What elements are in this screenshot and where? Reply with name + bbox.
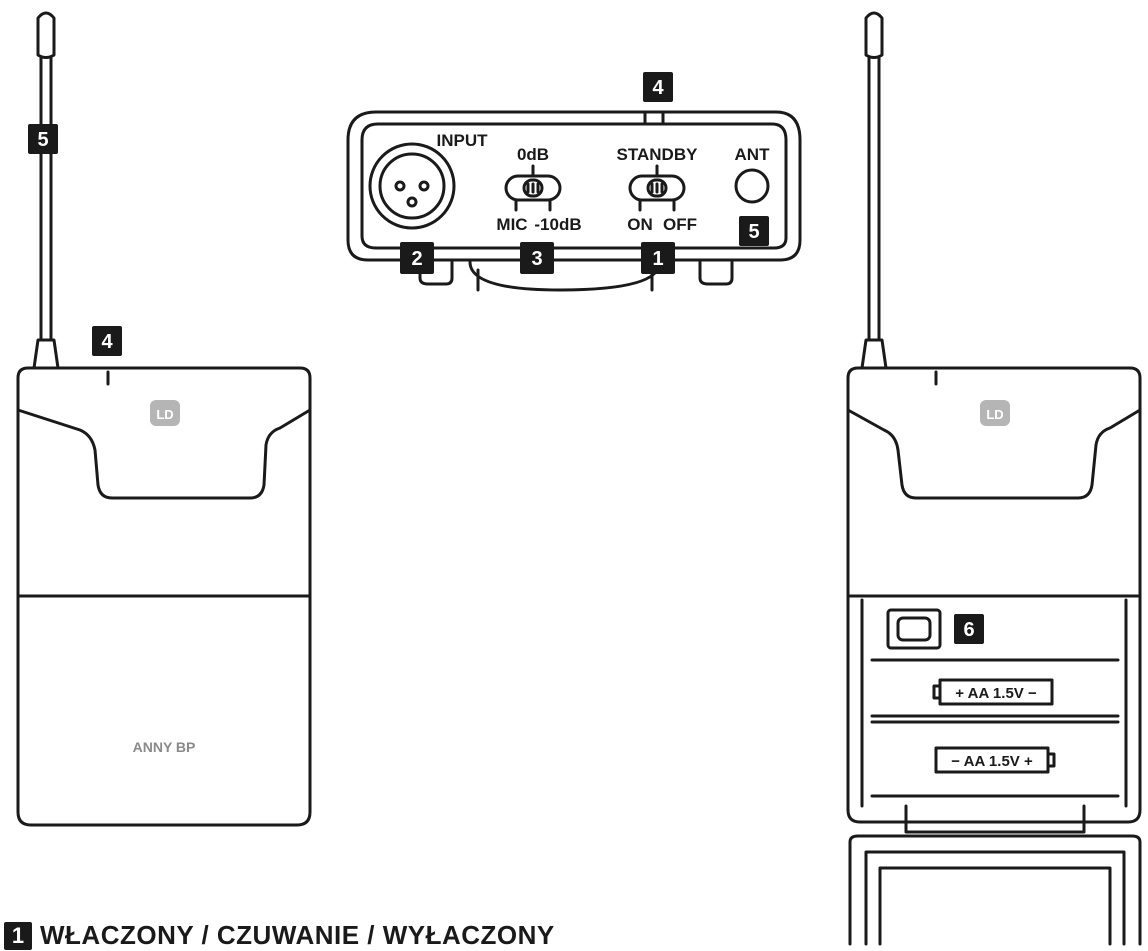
gain-right-label: -10dB — [534, 215, 581, 234]
legend-number-badge: 1 — [4, 921, 32, 950]
callout-6: 6 — [954, 614, 984, 644]
callout-4-left: 4 — [92, 326, 122, 356]
legend-text: WŁACZONY / CZUWANIE / WYŁACZONY — [40, 920, 555, 950]
left-logo-icon: LD — [150, 400, 180, 426]
right-logo-text: LD — [986, 407, 1003, 422]
power-left-label: ON — [627, 215, 653, 234]
callout-1-panel: 1 — [641, 242, 675, 274]
ant-socket — [734, 168, 770, 204]
svg-text:3: 3 — [531, 248, 542, 270]
gain-top-label: 0dB — [517, 145, 549, 164]
callout-5-top: 5 — [739, 216, 769, 246]
left-body — [16, 366, 312, 827]
right-transmitter-back — [846, 11, 1142, 946]
model-label: ANNY BP — [133, 739, 196, 755]
ant-label: ANT — [735, 145, 771, 164]
svg-text:5: 5 — [748, 221, 759, 243]
callout-3: 3 — [520, 242, 554, 274]
svg-text:4: 4 — [101, 331, 113, 353]
svg-text:2: 2 — [411, 248, 422, 270]
power-top-label: STANDBY — [617, 145, 699, 164]
power-right-label: OFF — [663, 215, 697, 234]
left-antenna — [32, 11, 60, 370]
left-logo-text: LD — [156, 407, 173, 422]
svg-text:1: 1 — [652, 248, 663, 270]
xlr-input-jack — [368, 142, 456, 230]
callout-2: 2 — [400, 242, 434, 274]
right-antenna — [860, 11, 888, 370]
battery-compartment — [846, 594, 1142, 824]
callout-5-left: 5 — [28, 124, 58, 154]
left-clip — [16, 408, 312, 500]
battery-bottom-label: − AA 1.5V + — [951, 753, 1033, 770]
legend-caption: 1 WŁACZONY / CZUWANIE / WYŁACZONY — [4, 920, 555, 951]
left-transmitter-front — [16, 11, 312, 827]
input-label: INPUT — [437, 131, 489, 150]
callout-4-top: 4 — [643, 72, 673, 102]
svg-text:6: 6 — [963, 619, 974, 641]
svg-text:4: 4 — [652, 77, 664, 99]
gain-left-label: MIC — [496, 215, 527, 234]
right-logo-icon: LD — [980, 400, 1010, 426]
svg-text:5: 5 — [37, 129, 48, 151]
battery-door — [848, 804, 1142, 946]
battery-top-label: + AA 1.5V − — [955, 685, 1037, 702]
